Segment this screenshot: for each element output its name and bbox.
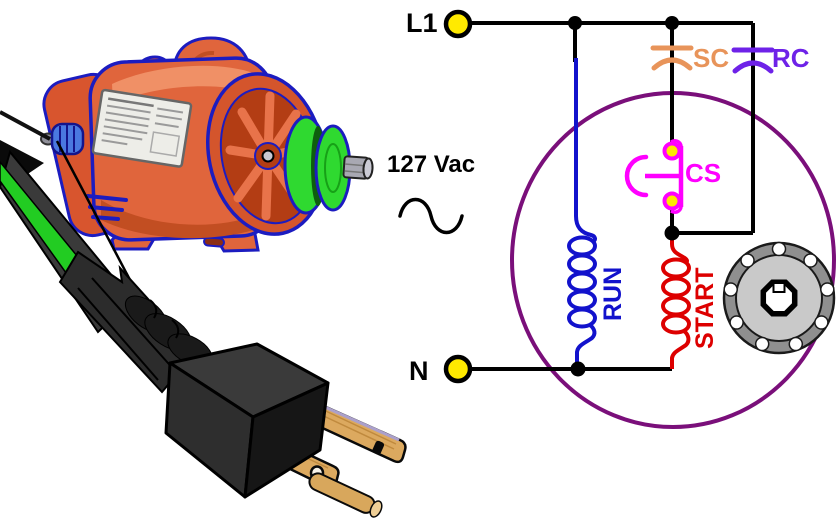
centrifugal-switch-label: CS [685,158,722,188]
run-capacitor-label: RC [772,43,810,73]
terminal-n [443,354,473,384]
start-winding-coil [661,236,691,369]
power-cord-illustration [0,110,407,518]
switch-contact-top [662,141,682,161]
start-capacitor-symbol [650,45,694,71]
switch-contact-bottom [662,191,682,211]
rotor-symbol [722,241,836,355]
run-winding-label: RUN [599,266,627,321]
run-winding-coil [567,58,597,369]
centrifugal-switch-symbol [624,139,684,214]
motor-nameplate [91,88,193,168]
sine-wave-icon [398,197,464,235]
terminal-l1 [443,9,473,39]
run-capacitor-symbol [731,47,775,74]
plug-body [164,342,330,499]
voltage-label: 127 Vac [387,151,476,178]
motor-illustration [40,36,374,253]
centrifugal-actuator-icon [624,154,649,198]
start-winding-label: START [691,267,719,349]
l1-terminal-label: L1 [406,8,438,38]
motor-pulley [283,115,374,215]
lead-wire [0,110,51,141]
shaft-cross-section-icon [760,279,798,317]
n-terminal-label: N [409,356,429,386]
ground-pin [308,472,376,514]
junction-dots [568,16,680,377]
start-capacitor-label: SC [693,43,730,73]
schematic [398,9,836,429]
